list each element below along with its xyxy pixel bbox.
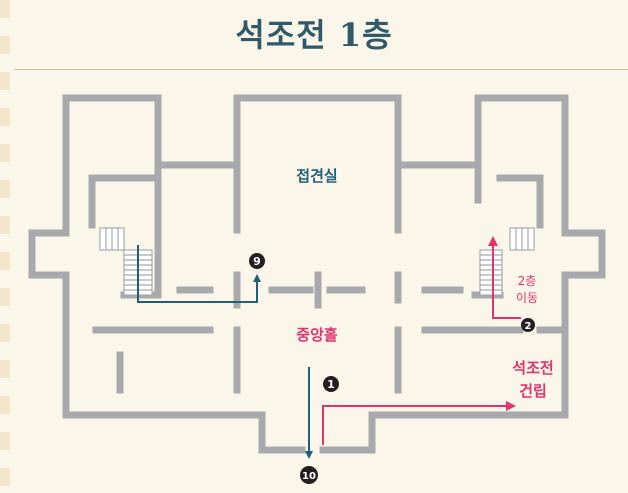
room-label-building-line2: 건립 bbox=[519, 382, 547, 400]
svg-text:2: 2 bbox=[525, 321, 532, 332]
left-decorative-border bbox=[0, 0, 10, 493]
stairs-note-line1: 2층 bbox=[518, 274, 537, 288]
svg-text:10: 10 bbox=[302, 471, 316, 482]
page-title: 석조전 1층 bbox=[235, 16, 393, 54]
room-label-reception: 접견실 bbox=[296, 167, 337, 185]
stairs-left bbox=[99, 227, 153, 296]
svg-text:9: 9 bbox=[253, 255, 261, 268]
stairs-note-line2: 이동 bbox=[516, 291, 538, 305]
marker-2: 2 bbox=[521, 318, 535, 332]
marker-1: 1 bbox=[323, 376, 339, 392]
room-label-central-hall: 중앙홀 bbox=[296, 326, 338, 344]
svg-text:1: 1 bbox=[327, 378, 335, 391]
marker-10: 10 bbox=[300, 466, 318, 484]
floor-plan-walls bbox=[28, 94, 606, 454]
title-divider bbox=[14, 69, 628, 70]
room-label-building-line1: 석조전 bbox=[512, 359, 553, 377]
route-pink-stairs bbox=[488, 236, 521, 319]
stairs-right bbox=[479, 227, 535, 296]
route-pink-exit bbox=[322, 401, 516, 445]
marker-9: 9 bbox=[249, 253, 265, 269]
route-blue-left bbox=[137, 245, 261, 303]
